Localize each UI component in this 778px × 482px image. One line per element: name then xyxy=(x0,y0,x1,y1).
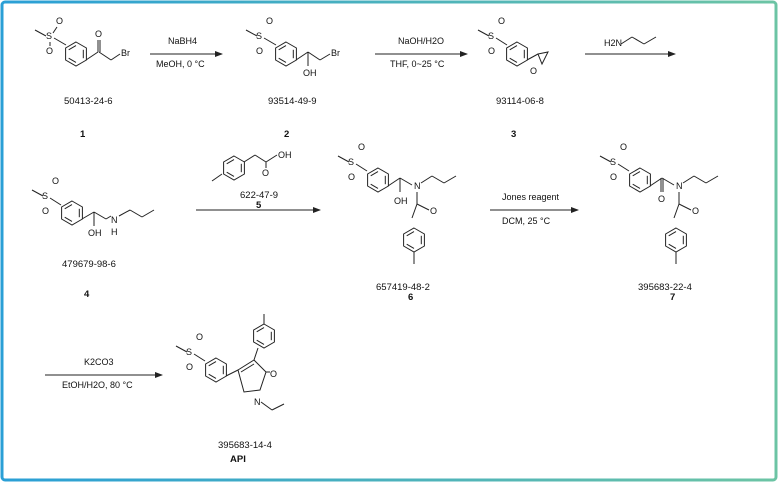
atom-o: O xyxy=(256,46,263,56)
compound-1-number: 1 xyxy=(80,129,86,140)
atom-o: O xyxy=(530,66,537,76)
step-4-reagent: Jones reagent xyxy=(502,192,560,202)
atom-o: O xyxy=(430,206,437,216)
api-number: API xyxy=(230,454,246,465)
structure-reagent-5: O OH xyxy=(211,150,292,182)
structure-compound-6: S O O OH N O xyxy=(337,142,457,264)
compound-4-cas: 479679-98-6 xyxy=(62,259,116,270)
atom-o: O xyxy=(46,46,53,56)
api-cas: 395683-14-4 xyxy=(218,440,272,451)
compound-7-number: 7 xyxy=(670,292,675,303)
atom-o: O xyxy=(658,194,665,204)
atom-br: Br xyxy=(331,48,340,58)
atom-o: O xyxy=(266,16,273,26)
step-1-conditions: MeOH, 0 °C xyxy=(156,59,205,69)
reagent-5-number: 5 xyxy=(256,200,262,211)
atom-s: S xyxy=(610,157,616,167)
atom-o: O xyxy=(196,332,203,342)
compound-7-cas: 395683-22-4 xyxy=(638,282,692,293)
atom-o: O xyxy=(498,16,505,26)
atom-o: O xyxy=(262,168,269,178)
atom-n: N xyxy=(414,181,421,191)
atom-oh: OH xyxy=(303,68,317,78)
step-1-reagent: NaBH4 xyxy=(168,36,197,46)
atom-o: O xyxy=(610,172,617,182)
atom-s: S xyxy=(256,31,262,41)
atom-o: O xyxy=(270,369,277,379)
atom-o: O xyxy=(348,172,355,182)
atom-oh: OH xyxy=(88,228,102,238)
atom-s: S xyxy=(488,31,494,41)
structure-compound-7: S O O O N O xyxy=(599,142,719,264)
step-2-reagent: NaOH/H2O xyxy=(398,36,444,46)
atom-s: S xyxy=(46,31,52,41)
structure-api: S O O O N xyxy=(175,314,285,411)
step-3-reagent-structure: H2N xyxy=(604,36,657,48)
atom-o: O xyxy=(52,176,59,186)
step-3-reagent: H2N xyxy=(604,38,622,48)
step-5-reagent: K2CO3 xyxy=(84,357,114,367)
structure-compound-3: S O O O xyxy=(477,16,549,76)
atom-oh: OH xyxy=(394,196,408,206)
atom-s: S xyxy=(42,191,48,201)
atom-o: O xyxy=(95,29,102,39)
atom-s: S xyxy=(186,347,192,357)
structure-compound-1: S O O O Br xyxy=(34,16,130,67)
atom-o: O xyxy=(620,142,627,152)
atom-o: O xyxy=(358,142,365,152)
step-2-conditions: THF, 0~25 °C xyxy=(390,59,445,69)
atom-o: O xyxy=(692,206,699,216)
step-4-conditions: DCM, 25 °C xyxy=(502,216,551,226)
compound-2-number: 2 xyxy=(284,129,289,140)
compound-2-cas: 93514-49-9 xyxy=(268,96,317,107)
atom-n: N xyxy=(254,397,261,407)
atom-o: O xyxy=(42,206,49,216)
compound-3-cas: 93114-06-8 xyxy=(496,96,544,107)
atom-br: Br xyxy=(121,48,130,58)
atom-h: H xyxy=(111,227,118,237)
compound-6-number: 6 xyxy=(408,292,413,303)
structure-compound-2: S O O OH Br xyxy=(245,16,340,78)
atom-o: O xyxy=(56,16,63,26)
reagent-5-cas: 622-47-9 xyxy=(240,190,278,201)
structure-compound-4: S O O OH N H xyxy=(31,176,155,238)
atom-n: N xyxy=(676,181,683,191)
compound-1-cas: 50413-24-6 xyxy=(64,96,113,107)
compound-6-cas: 657419-48-2 xyxy=(376,282,430,293)
step-5-conditions: EtOH/H2O, 80 °C xyxy=(62,380,133,390)
compound-4-number: 4 xyxy=(84,289,90,300)
atom-oh: OH xyxy=(278,150,292,160)
atom-n: N xyxy=(111,215,118,225)
atom-o: O xyxy=(186,362,193,372)
atom-s: S xyxy=(348,157,354,167)
atom-o: O xyxy=(488,46,495,56)
compound-3-number: 3 xyxy=(511,129,516,140)
